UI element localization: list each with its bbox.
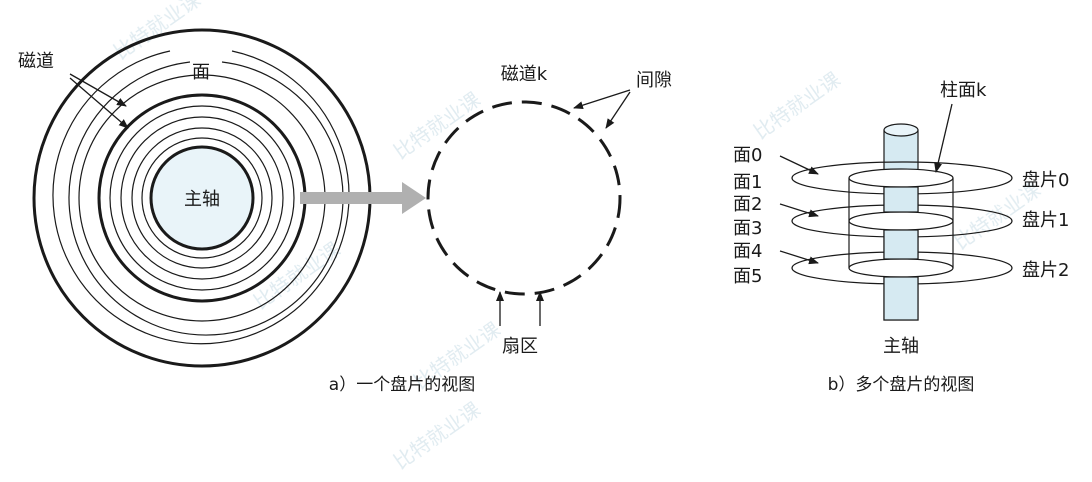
spindle-top [883, 123, 919, 137]
panel-b-caption: b）多个盘片的视图 [828, 375, 975, 395]
arrow [605, 91, 631, 129]
arrow [779, 155, 819, 175]
arrow [934, 103, 953, 173]
track-ring [141, 137, 263, 259]
surface-4-label: 面4 [733, 241, 762, 262]
sector-pointer-arrows [496, 291, 544, 326]
cylinder-k [848, 168, 954, 278]
surface-pointer-arrows [779, 155, 819, 265]
surface-label: 面 [192, 62, 210, 83]
panel-a-caption: a）一个盘片的视图 [329, 375, 475, 395]
track-ring [52, 50, 350, 345]
platter-2-label: 盘片2 [1022, 260, 1069, 281]
track-ring [131, 127, 273, 269]
surface-5-label: 面5 [733, 266, 762, 287]
track-ring [68, 61, 344, 336]
track-k-sectors [426, 100, 622, 296]
platter-0-label: 盘片0 [1022, 170, 1069, 191]
zoom-arrow [300, 182, 426, 214]
spindle-label-b: 主轴 [883, 336, 919, 357]
gap-pointer-arrows [573, 89, 631, 129]
surface-labels: 面0 面1 面2 面3 面4 面5 [733, 145, 762, 287]
sectors-label: 扇区 [502, 336, 538, 357]
gap-label: 间隙 [636, 70, 672, 91]
watermark-text: 比特就业课 [389, 397, 485, 474]
cylinder-k-label: 柱面k [940, 80, 987, 101]
track-label: 磁道 [18, 51, 54, 72]
surface-1-label: 面1 [733, 172, 762, 193]
platter-labels: 盘片0 盘片1 盘片2 [1022, 170, 1069, 281]
spindle-label: 主轴 [184, 189, 220, 210]
watermark-text: 比特就业课 [389, 87, 485, 164]
surface-0-label: 面0 [733, 145, 762, 166]
arrow [779, 203, 819, 218]
watermark-text: 比特就业课 [749, 67, 845, 144]
arrow [69, 77, 129, 129]
platter-1-label: 盘片1 [1022, 210, 1069, 231]
panel-b-multiple-platters [791, 123, 1013, 321]
arrow [573, 89, 631, 110]
surface-3-label: 面3 [733, 218, 762, 239]
track-k-label: 磁道k [501, 64, 548, 85]
surface-2-label: 面2 [733, 194, 762, 215]
spindle-hub [149, 145, 255, 251]
arrow [69, 73, 127, 107]
arrow [779, 250, 819, 265]
track-ring [120, 116, 284, 280]
track-ring [109, 105, 295, 291]
track-pointer-arrows [69, 73, 129, 129]
